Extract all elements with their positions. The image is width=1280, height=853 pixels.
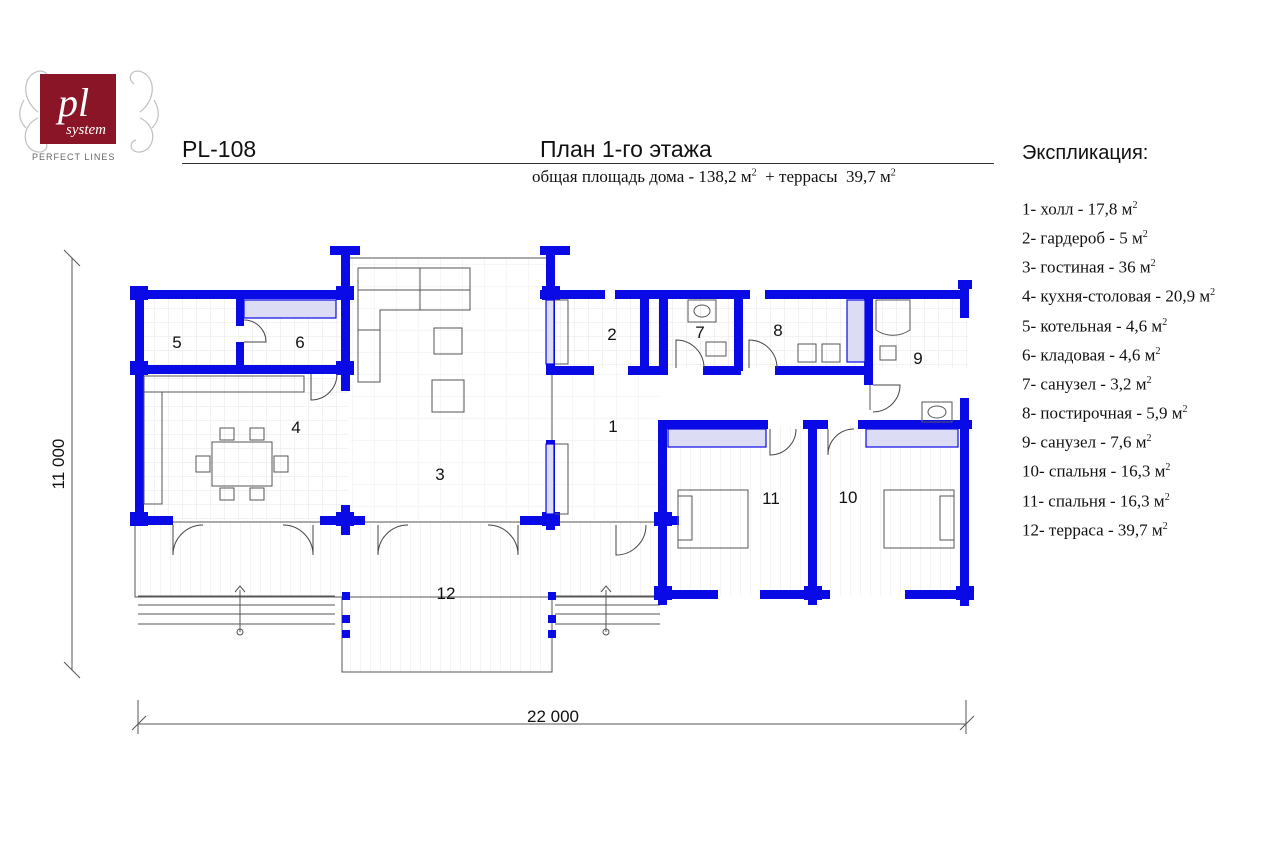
- explication-item: 4- кухня-столовая - 20,9 м2: [1022, 287, 1216, 307]
- explication-item: 8- постирочная - 5,9 м2: [1022, 403, 1188, 423]
- explication-item: 11- спальня - 16,3 м2: [1022, 491, 1170, 511]
- explication-item: 1- холл - 17,8 м2: [1022, 199, 1138, 219]
- room-number-2: 2: [607, 325, 616, 344]
- explication-item: 7- санузел - 3,2 м2: [1022, 374, 1152, 394]
- terrace-area-value: 39,7 м: [846, 167, 891, 186]
- house-area-value: 138,2 м: [698, 167, 752, 186]
- room-number-10: 10: [839, 488, 858, 507]
- furniture: [143, 267, 955, 549]
- dimension-width: 22 000: [527, 707, 579, 726]
- project-code: PL-108: [182, 136, 257, 162]
- terrace-arrows: [234, 585, 612, 636]
- logo-emblem: [40, 74, 116, 144]
- wall-hatching: [243, 299, 959, 515]
- explication-title: Экспликация:: [1022, 142, 1149, 164]
- house-area-label: общая площадь дома -: [532, 167, 695, 186]
- plan-title: План 1-го этажа: [540, 136, 712, 162]
- room-number-8: 8: [773, 321, 782, 340]
- explication-item: 10- спальня - 16,3 м2: [1022, 462, 1171, 482]
- room-number-9: 9: [913, 349, 922, 368]
- room-number-11: 11: [762, 489, 780, 508]
- room-number-6: 6: [295, 333, 304, 352]
- explication-item: 9- санузел - 7,6 м2: [1022, 432, 1152, 452]
- dimension-lines: [63, 249, 975, 734]
- header-rule: [182, 163, 994, 164]
- unit-sup: 2: [890, 167, 896, 179]
- explication-item: 12- терраса - 39,7 м2: [1022, 520, 1168, 540]
- explication-list: 1- холл - 17,8 м2 2- гардероб - 5 м2 3- …: [1022, 193, 1215, 543]
- explication-item: 6- кладовая - 4,6 м2: [1022, 345, 1161, 365]
- room-number-12: 12: [437, 584, 456, 603]
- logo-sub: system: [66, 122, 106, 138]
- explication-item: 3- гостиная - 36 м2: [1022, 257, 1156, 277]
- walls: [130, 246, 974, 638]
- company-logo: pl system PERFECT LINES: [18, 60, 160, 164]
- explication-item: 5- котельная - 4,6 м2: [1022, 316, 1168, 336]
- floor-fills: [138, 258, 968, 672]
- dimension-height: 11 000: [49, 439, 68, 490]
- logo-tagline: PERFECT LINES: [32, 152, 115, 162]
- terrace-area-label: + террасы: [765, 167, 838, 186]
- room-number-1: 1: [608, 417, 617, 436]
- area-summary: общая площадь дома - 138,2 м2 + террасы …: [532, 167, 896, 187]
- room-number-5: 5: [172, 333, 181, 352]
- explication-item: 2- гардероб - 5 м2: [1022, 228, 1148, 248]
- logo-mark: pl: [55, 80, 89, 125]
- room-number-4: 4: [291, 418, 300, 437]
- door-swings: [172, 319, 901, 556]
- room-number-7: 7: [695, 323, 704, 342]
- unit-sup: 2: [751, 167, 757, 179]
- room-number-3: 3: [435, 465, 444, 484]
